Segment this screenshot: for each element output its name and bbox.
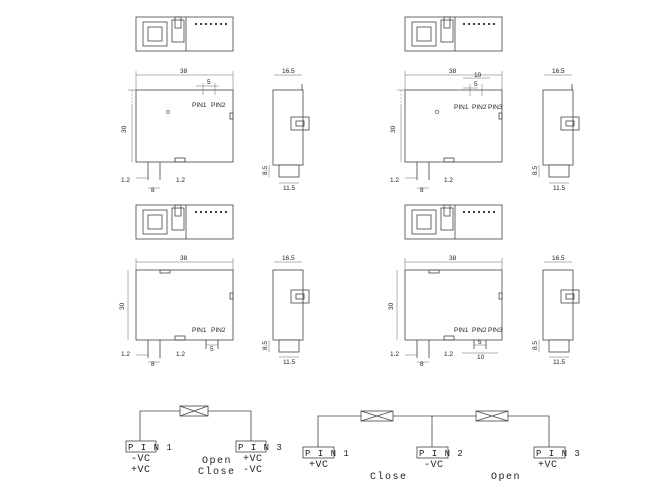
side-view-lower-left: 16.5 8.5 11.5: [262, 255, 310, 366]
front-view-lower-left: 38 30 PIN1 PIN2 5 1.2 1.2 8: [119, 255, 234, 368]
dim-pin-spacing-5: 5: [474, 81, 478, 88]
front-view-upper-right: 38 30 10 5 PIN1 PIN2 PIN3 1.2 1.2 8: [390, 68, 503, 194]
pin1-vc: +VC: [309, 460, 329, 471]
dim-pin-depth: 8.5: [532, 341, 539, 350]
dim-pin-depth: 8.5: [262, 166, 269, 175]
dim-depth: 16.5: [282, 68, 295, 75]
pin3-label: PIN3: [488, 327, 503, 334]
pin1-vc-line1: -VC: [131, 454, 151, 465]
side-view-upper-right: 16.5 8.5 11.5: [532, 68, 580, 192]
pin1-label: PIN1: [192, 327, 207, 334]
dim-pin-pitch: 8: [151, 187, 155, 194]
dim-pin-edge-right: 1.2: [176, 351, 185, 358]
front-view-lower-right: 38 30 PIN1 PIN2 PIN3 5 10 1.2 1.2 8: [388, 255, 503, 368]
dim-pin-spacing: 5: [210, 346, 214, 353]
pin3-label: P I N 3: [536, 449, 581, 459]
dim-pin-edge-left: 1.2: [390, 177, 399, 184]
state-open: Open: [491, 472, 521, 483]
dim-pin-spacing: 5: [207, 79, 211, 86]
terminal-dots: [463, 23, 495, 25]
pin2-label: PIN2: [211, 102, 226, 109]
terminal-dots: [195, 211, 227, 213]
state-open: Open: [202, 456, 232, 467]
dim-pin-depth: 8.5: [262, 341, 269, 350]
pin2-label: PIN2: [472, 104, 487, 111]
dim-base-width: 11.5: [283, 359, 296, 366]
dim-height: 30: [390, 125, 397, 133]
pin2-label: PIN2: [472, 327, 487, 334]
state-close: Close: [370, 471, 408, 483]
dim-length: 38: [180, 255, 188, 262]
dim-pin-pitch: 8: [151, 361, 155, 368]
pin2-box: [416, 446, 449, 459]
front-view-upper-left: 38 30 5 PIN1 PIN2 1.2 1.2 8: [121, 68, 234, 194]
pin1-box: [302, 446, 335, 459]
dim-length: 38: [449, 68, 457, 75]
pin1-label: PIN1: [192, 102, 207, 109]
pin3-vc-line2: -VC: [243, 465, 263, 476]
dim-base-width: 11.5: [553, 359, 566, 366]
pin3-vc-line1: +VC: [243, 454, 263, 465]
pin1-vc-line2: +VC: [131, 465, 151, 476]
dim-pin-edge-left: 1.2: [121, 351, 130, 358]
wiring-schematic-three-pin: P I N 1 +VC P I N 2 -VC P I N 3 +VC Clos…: [302, 410, 581, 483]
pin1-label: P I N 1: [128, 443, 173, 453]
dim-pin-edge-right: 1.2: [444, 177, 453, 184]
dim-pin-edge-right: 1.2: [176, 177, 185, 184]
pin2-label: P I N 2: [419, 449, 464, 459]
dim-depth: 16.5: [282, 255, 295, 262]
pin3-box: [235, 440, 267, 453]
dim-height: 30: [119, 302, 126, 310]
dim-length: 38: [449, 255, 457, 262]
dim-pin-edge-left: 1.2: [390, 351, 399, 358]
dim-base-width: 11.5: [553, 185, 566, 192]
dim-height: 30: [388, 302, 395, 310]
dim-pin-edge-left: 1.2: [121, 177, 130, 184]
top-view-upper-right: [404, 16, 503, 52]
side-view-upper-left: 16.5 8.5 11.5: [262, 68, 310, 192]
top-view-lower-left: [135, 204, 234, 240]
pin1-box: [125, 440, 157, 453]
pin3-label: P I N 3: [238, 443, 283, 453]
dim-depth: 16.5: [552, 68, 565, 75]
top-view-upper-left: [135, 16, 234, 52]
pin3-label: PIN3: [488, 104, 503, 111]
terminal-dots: [463, 211, 495, 213]
dim-depth: 16.5: [552, 255, 565, 262]
dim-height: 30: [121, 125, 128, 133]
dim-pin-edge-right: 1.2: [444, 351, 453, 358]
pin3-box: [533, 446, 566, 459]
dim-pin-spacing-5: 5: [478, 339, 482, 346]
top-view-lower-right: [404, 204, 503, 240]
dim-length: 38: [180, 68, 188, 75]
side-view-lower-right: 16.5 8.5 11.5: [532, 255, 580, 366]
dim-pin-pitch: 8: [420, 361, 424, 368]
terminal-dots: [195, 23, 227, 25]
state-close: Close: [198, 466, 236, 478]
pin1-label: PIN1: [454, 327, 469, 334]
pin1-label: P I N 1: [305, 449, 350, 459]
dim-pin-depth: 8.5: [532, 166, 539, 175]
pin3-vc: +VC: [538, 460, 558, 471]
wiring-schematic-two-pin: P I N 1 -VC +VC Open Close P I N 3 +VC -…: [125, 405, 283, 478]
pin1-label: PIN1: [454, 104, 469, 111]
dim-pin-pitch: 8: [420, 187, 424, 194]
pin2-label: PIN2: [211, 327, 226, 334]
dim-base-width: 11.5: [283, 185, 296, 192]
pin2-vc: -VC: [424, 460, 444, 471]
dim-pin-spacing-10: 10: [474, 72, 482, 79]
dim-pin-spacing-10: 10: [477, 354, 485, 361]
